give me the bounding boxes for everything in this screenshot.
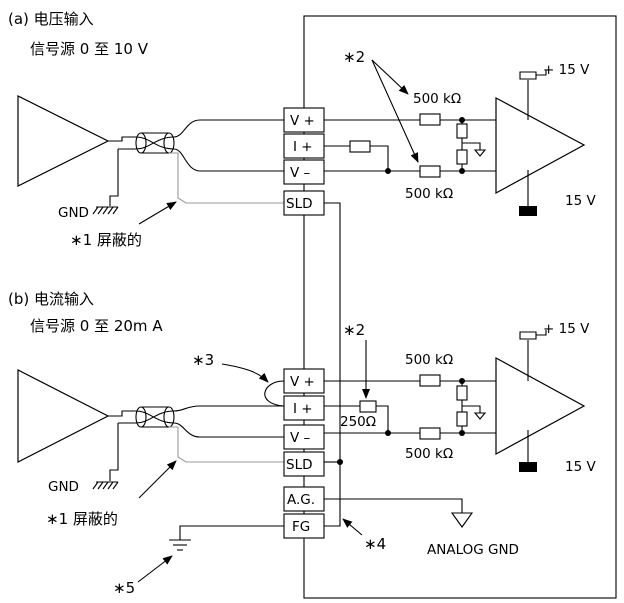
- shielded-cable-b: [135, 406, 175, 428]
- supply-neg-a: 15 V: [565, 193, 596, 209]
- resistor-bot-b: [419, 427, 441, 440]
- shielded-cable-a: [135, 132, 175, 154]
- section-b-source: 信号源 0 至 20m A: [30, 317, 163, 335]
- resistor-top-b: [419, 374, 441, 387]
- terminal-b-ag: A.G.: [287, 492, 315, 508]
- gnd-label-b: GND: [48, 479, 79, 495]
- resistor-iplus-a: [349, 140, 371, 153]
- signal-source-a: [17, 95, 110, 187]
- ground-icon-b: [92, 481, 119, 490]
- section-a-title: (a) 电压输入: [8, 10, 94, 28]
- module-enclosure: [303, 15, 617, 599]
- resistor-label-top-a: 500 kΩ: [413, 91, 461, 107]
- input-amplifier-b: [495, 356, 586, 456]
- ground-icon-a: [92, 206, 119, 215]
- analog-gnd-label: ANALOG GND: [427, 542, 519, 558]
- resistor-shunt-b: [359, 400, 377, 413]
- resistor-label-bot-b: 500 kΩ: [405, 446, 453, 462]
- terminal-a-iplus: I +: [293, 139, 313, 155]
- resistor-label-top-b: 500 kΩ: [405, 352, 453, 368]
- supply-pos-a: + 15 V: [543, 62, 590, 78]
- terminal-b-sld: SLD: [286, 457, 313, 473]
- terminal-a-vplus: V +: [290, 113, 315, 129]
- note-4: ∗4: [364, 535, 386, 553]
- note-5: ∗5: [113, 579, 135, 597]
- input-amplifier-a: [495, 96, 586, 195]
- gnd-label-a: GND: [58, 205, 89, 221]
- resistor-label-shunt-b: 250Ω: [340, 414, 376, 430]
- resistor-label-bot-a: 500 kΩ: [405, 186, 453, 202]
- terminal-b-vminus: V –: [290, 430, 311, 446]
- resistor-top-a: [419, 113, 441, 126]
- terminal-a-vminus: V –: [290, 165, 311, 181]
- note-1-a: ∗1 屏蔽的: [70, 231, 142, 249]
- terminal-b-fg: FG: [292, 519, 310, 535]
- section-b-title: (b) 电流输入: [8, 290, 94, 308]
- note-3: ∗3: [192, 351, 214, 369]
- section-a-source: 信号源 0 至 10 V: [30, 40, 149, 58]
- terminal-block-a: V + I + V – SLD: [283, 107, 325, 216]
- resistor-bot-a: [419, 165, 441, 178]
- note-2-a: ∗2: [343, 48, 365, 66]
- note-1-b: ∗1 屏蔽的: [46, 510, 118, 528]
- frame-ground-icon: [169, 539, 191, 551]
- terminal-b-iplus: I +: [293, 401, 313, 417]
- note-2-b: ∗2: [343, 321, 365, 339]
- signal-source-b: [17, 369, 110, 463]
- terminal-b-vplus: V +: [290, 374, 315, 390]
- terminal-block-b: V + I + V – SLD A.G. FG: [283, 368, 325, 539]
- terminal-a-sld: SLD: [286, 196, 313, 212]
- supply-pos-b: + 15 V: [543, 321, 590, 337]
- supply-neg-b: 15 V: [565, 459, 596, 475]
